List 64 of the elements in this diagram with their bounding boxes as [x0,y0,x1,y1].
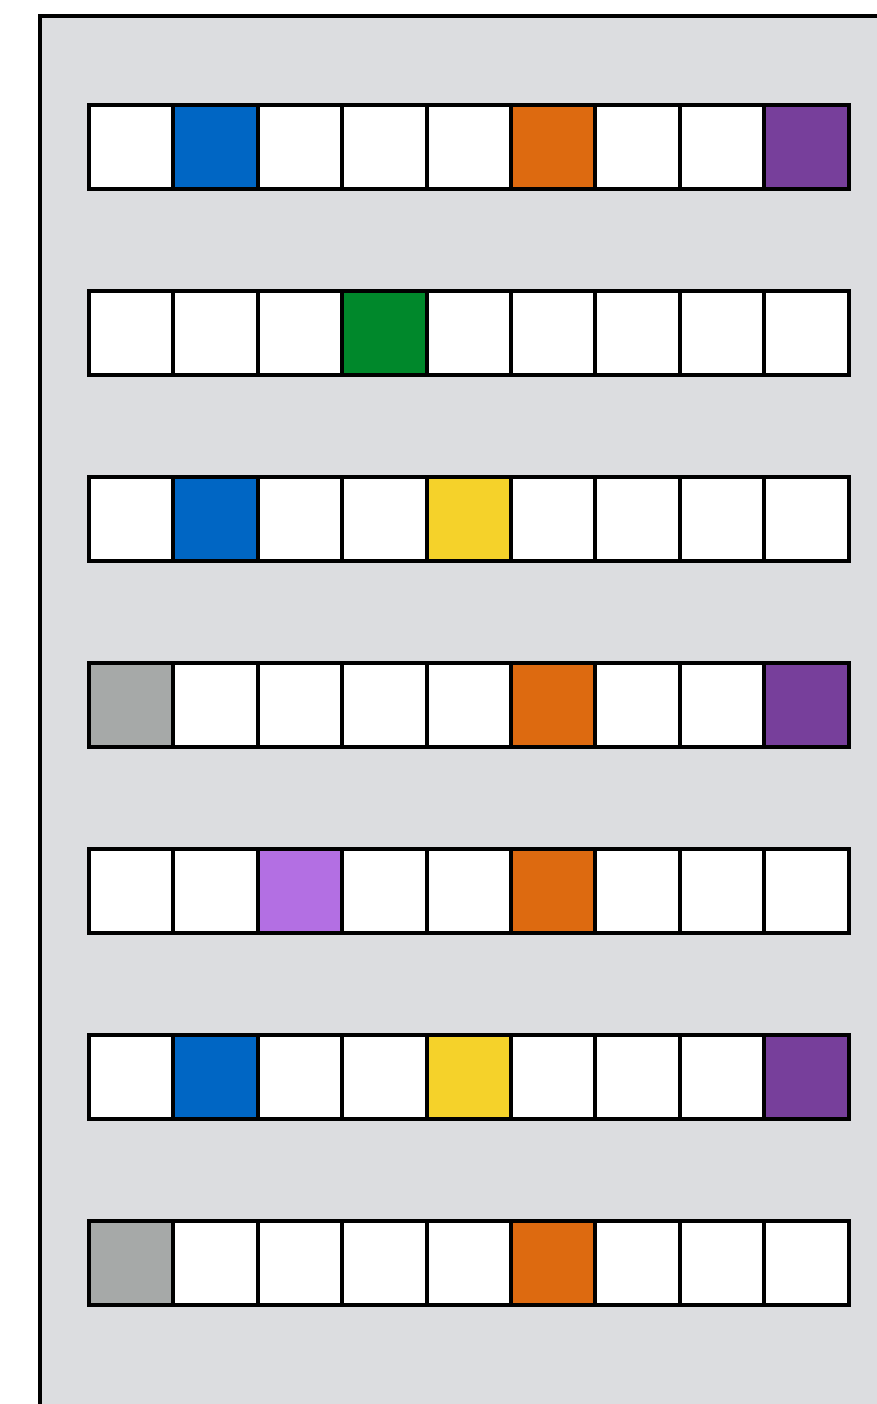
grid-cell [255,1033,341,1121]
grid-cell [509,1033,594,1121]
grid-cell [171,661,256,749]
grid-cell [340,847,425,935]
grid-cell [509,289,594,377]
grid-cell [340,475,425,563]
panel-background [38,14,877,1404]
grid-cell [762,1033,851,1121]
grid-cell [424,1219,509,1307]
grid-cell [87,289,172,377]
grid-cell [340,103,425,191]
grid-cell [424,847,509,935]
grid-cell [593,847,678,935]
grid-cell [171,1219,256,1307]
grid-cell [87,1219,172,1307]
grid-cell [677,289,763,377]
grid-cell [340,1219,425,1307]
grid-cell [762,475,851,563]
grid-cell [762,289,851,377]
grid-cell [677,103,763,191]
grid-cell [340,289,425,377]
grid-cell [593,289,678,377]
grid-cell [171,847,256,935]
grid-cell [677,847,763,935]
grid-cell [677,1033,763,1121]
grid-cell [340,1033,425,1121]
grid-cell [762,661,851,749]
grid-cell [509,475,594,563]
grid-cell [424,661,509,749]
grid-cell [424,289,509,377]
grid-cell [87,847,172,935]
grid-cell [255,289,341,377]
grid-cell [255,661,341,749]
grid-cell [87,1033,172,1121]
grid-cell [593,1219,678,1307]
grid-cell [509,661,594,749]
grid-cell [677,661,763,749]
grid-cell [509,847,594,935]
grid-cell [677,475,763,563]
grid-cell [593,103,678,191]
grid-cell [255,103,341,191]
grid-cell [87,661,172,749]
grid-cell [762,1219,851,1307]
grid-cell [255,1219,341,1307]
grid-cell [509,103,594,191]
grid-cell [424,103,509,191]
grid-cell [762,847,851,935]
grid-cell [171,103,256,191]
grid-cell [424,1033,509,1121]
grid-cell [171,1033,256,1121]
grid-cell [762,103,851,191]
grid-cell [340,661,425,749]
grid-cell [87,475,172,563]
grid-cell [593,1033,678,1121]
grid-cell [171,475,256,563]
grid-cell [509,1219,594,1307]
grid-cell [171,289,256,377]
grid-cell [593,661,678,749]
grid-cell [677,1219,763,1307]
grid-cell [424,475,509,563]
grid-cell [255,475,341,563]
grid-cell [593,475,678,563]
grid-cell [255,847,341,935]
grid-cell [87,103,172,191]
